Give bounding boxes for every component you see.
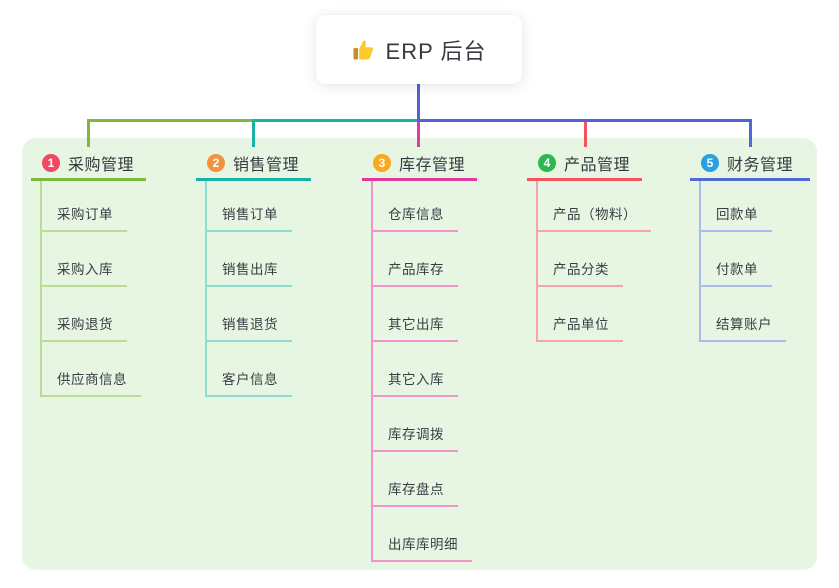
connector-drop-branch-4 — [584, 119, 587, 147]
branch-node-3[interactable]: 3 库存管理 — [362, 148, 477, 181]
connector-trunk-segment-1 — [87, 119, 253, 122]
child-node[interactable]: 采购订单 — [40, 198, 127, 232]
root-node[interactable]: ERP 后台 — [316, 15, 522, 84]
child-node[interactable]: 产品分类 — [536, 253, 623, 287]
child-node[interactable]: 库存调拨 — [371, 418, 458, 452]
connector-trunk-segment-3 — [417, 119, 752, 122]
branch-label: 库存管理 — [399, 157, 466, 174]
branch-badge: 2 — [207, 154, 225, 172]
branch-node-4[interactable]: 4 产品管理 — [527, 148, 642, 181]
connector-drop-branch-5 — [749, 119, 752, 147]
branch-node-5[interactable]: 5 财务管理 — [690, 148, 810, 181]
child-node[interactable]: 仓库信息 — [371, 198, 458, 232]
connector-spine-branch-4 — [536, 181, 538, 342]
root-node-label: ERP 后台 — [385, 38, 487, 64]
connector-spine-branch-5 — [699, 181, 701, 342]
branch-node-2[interactable]: 2 销售管理 — [196, 148, 311, 181]
branches-panel — [22, 138, 817, 570]
child-node[interactable]: 付款单 — [699, 253, 772, 287]
branch-label: 产品管理 — [564, 157, 631, 174]
child-node[interactable]: 销售订单 — [205, 198, 292, 232]
child-node[interactable]: 出库库明细 — [371, 528, 472, 562]
branch-label: 财务管理 — [727, 157, 794, 174]
connector-spine-branch-3 — [371, 181, 373, 562]
connector-spine-branch-2 — [205, 181, 207, 397]
connector-spine-branch-1 — [40, 181, 42, 397]
branch-badge: 1 — [42, 154, 60, 172]
child-node[interactable]: 供应商信息 — [40, 363, 141, 397]
child-node[interactable]: 其它出库 — [371, 308, 458, 342]
connector-trunk-segment-2 — [252, 119, 418, 122]
child-node[interactable]: 产品库存 — [371, 253, 458, 287]
child-node[interactable]: 其它入库 — [371, 363, 458, 397]
branch-badge: 5 — [701, 154, 719, 172]
child-node[interactable]: 客户信息 — [205, 363, 292, 397]
child-node[interactable]: 采购退货 — [40, 308, 127, 342]
child-node[interactable]: 销售退货 — [205, 308, 292, 342]
child-node[interactable]: 产品单位 — [536, 308, 623, 342]
child-node[interactable]: 回款单 — [699, 198, 772, 232]
branch-node-1[interactable]: 1 采购管理 — [31, 148, 146, 181]
connector-drop-branch-1 — [87, 119, 90, 147]
thumbs-up-icon — [352, 38, 376, 62]
branch-label: 销售管理 — [233, 157, 300, 174]
child-node[interactable]: 库存盘点 — [371, 473, 458, 507]
child-node[interactable]: 结算账户 — [699, 308, 786, 342]
branch-badge: 4 — [538, 154, 556, 172]
connector-root-vertical — [417, 84, 420, 122]
branch-badge: 3 — [373, 154, 391, 172]
child-node[interactable]: 采购入库 — [40, 253, 127, 287]
connector-drop-branch-2 — [252, 119, 255, 147]
child-node[interactable]: 销售出库 — [205, 253, 292, 287]
child-node[interactable]: 产品（物料） — [536, 198, 651, 232]
branch-label: 采购管理 — [68, 157, 135, 174]
connector-drop-branch-3 — [417, 119, 420, 147]
